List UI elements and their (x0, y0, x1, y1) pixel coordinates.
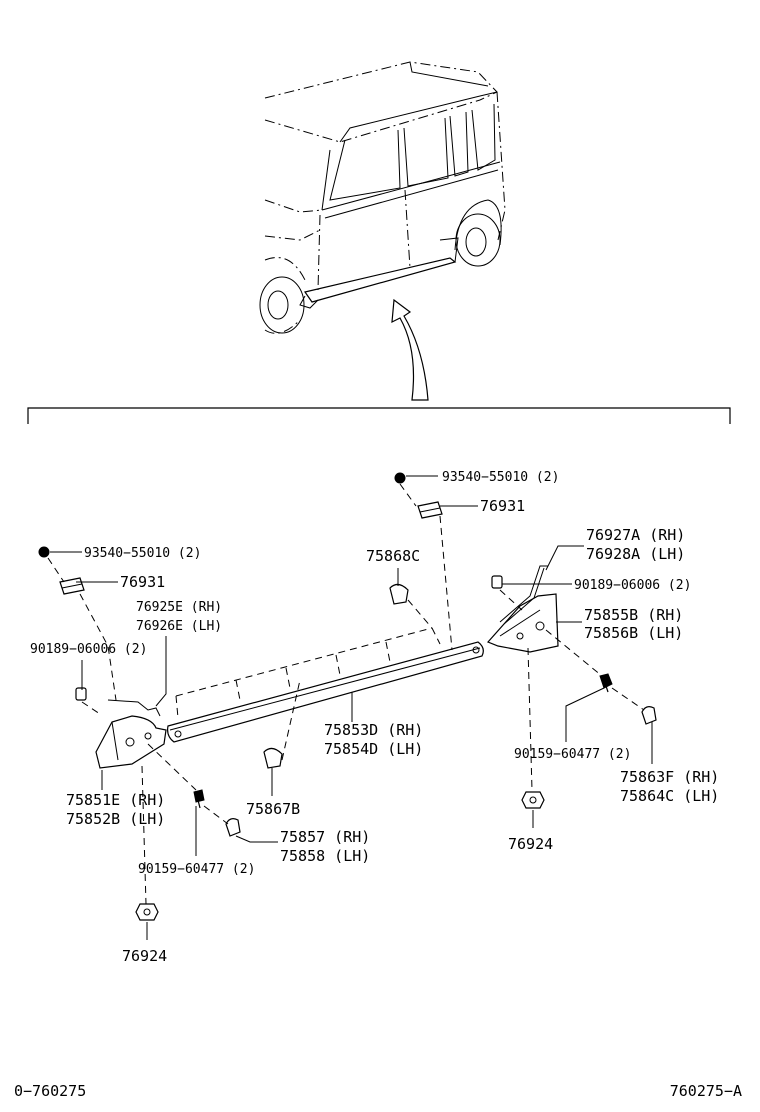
bolt-90159-left (193, 789, 205, 809)
part-labels: 93540−55010 (2) 76931 93540−55010 (2) 76… (30, 470, 719, 965)
label-75856: 75856B (LH) (584, 624, 683, 642)
nut-76924-left (135, 903, 159, 921)
label-75858: 75858 (LH) (280, 847, 370, 865)
label-75868: 75868C (366, 547, 420, 565)
label-75867: 75867B (246, 800, 300, 818)
label-76927: 76927A (RH) (586, 526, 685, 544)
rear-mudguard-right (486, 565, 559, 653)
screw-93540-left (38, 546, 50, 558)
screw-93540-top (394, 472, 406, 484)
clip-75867b (263, 747, 283, 769)
label-75864: 75864C (LH) (620, 787, 719, 805)
label-93540-top: 93540−55010 (2) (442, 470, 559, 485)
label-75863: 75863F (RH) (620, 768, 719, 786)
label-76924-right: 76924 (508, 835, 553, 853)
label-90159-left: 90159−60477 (2) (138, 862, 255, 877)
front-mudguard-left (95, 699, 167, 769)
label-90159-right: 90159−60477 (2) (514, 747, 631, 762)
label-90189-left: 90189−06006 (2) (30, 642, 147, 657)
footer-right-code: 760275−A (670, 1082, 742, 1100)
clip-90189-right (491, 575, 503, 589)
section-bracket (27, 407, 731, 424)
label-76925: 76925E (RH) (136, 600, 222, 615)
footer-left-code: 0−760275 (14, 1082, 86, 1100)
label-93540-left: 93540−55010 (2) (84, 546, 201, 561)
label-75853: 75853D (RH) (324, 721, 423, 739)
pointer-arrow (391, 298, 429, 401)
clip-75863f (641, 706, 657, 725)
clip-75857 (225, 818, 241, 837)
parts (38, 472, 657, 940)
label-75852: 75852B (LH) (66, 810, 165, 828)
label-75851: 75851E (RH) (66, 791, 165, 809)
nut-76924-right (521, 791, 545, 809)
clip-75868c (389, 583, 409, 605)
clip-76931-left (59, 577, 85, 595)
label-76926: 76926E (LH) (136, 619, 222, 634)
leader-lines (50, 475, 653, 940)
label-76931-left: 76931 (120, 573, 165, 591)
label-75855: 75855B (RH) (584, 606, 683, 624)
footer: 0−760275 760275−A (14, 1082, 742, 1100)
label-90189-right: 90189−06006 (2) (574, 578, 691, 593)
rocker-moulding (167, 627, 484, 743)
clip-90189-left (75, 687, 87, 701)
label-76928: 76928A (LH) (586, 545, 685, 563)
label-75854: 75854D (LH) (324, 740, 423, 758)
bolt-90159-right (599, 673, 613, 693)
clip-76931-top (417, 501, 443, 519)
label-76924-left: 76924 (122, 947, 167, 965)
assembly-lines (47, 483, 645, 905)
vehicle-illustration (259, 61, 506, 334)
label-76931-top: 76931 (480, 497, 525, 515)
label-75857: 75857 (RH) (280, 828, 370, 846)
